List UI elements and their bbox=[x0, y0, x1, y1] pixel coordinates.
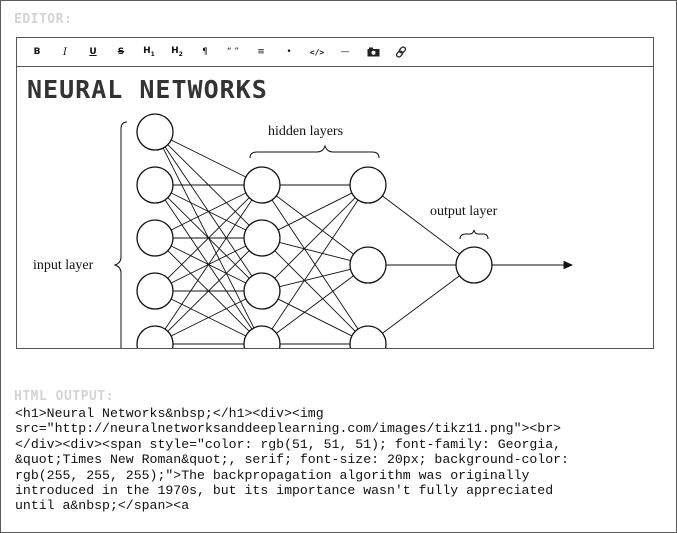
output-line: introduced in the 1970s, but its importa… bbox=[15, 483, 554, 499]
connection-line bbox=[271, 199, 359, 330]
connection-line bbox=[279, 268, 351, 288]
code-label: </> bbox=[309, 47, 325, 57]
input-neuron bbox=[136, 219, 174, 257]
output-line: src="http://neuralnetworksanddeeplearnin… bbox=[15, 421, 562, 437]
bold-label: B bbox=[33, 47, 41, 57]
bold-button[interactable]: B bbox=[23, 38, 51, 66]
paragraph-button[interactable]: ¶ bbox=[191, 38, 219, 66]
input-neuron bbox=[136, 325, 174, 348]
editor-label: EDITOR: bbox=[14, 12, 73, 27]
paragraph-label: ¶ bbox=[202, 47, 208, 57]
underline-label: U bbox=[89, 47, 97, 57]
connection-line bbox=[382, 195, 460, 255]
image-icon bbox=[367, 47, 379, 57]
heading1-button[interactable]: H1 bbox=[135, 38, 163, 66]
input-layer-brace bbox=[113, 121, 128, 348]
connection-line bbox=[276, 275, 354, 334]
code-button[interactable]: </> bbox=[303, 38, 331, 66]
hidden-neuron bbox=[349, 246, 387, 284]
output-line: <h1>Neural Networks&nbsp;</h1><div><img bbox=[15, 406, 324, 421]
hidden-layers-brace bbox=[249, 144, 380, 159]
unordered-list-button[interactable]: • bbox=[275, 38, 303, 66]
input-neuron bbox=[136, 113, 174, 151]
strikethrough-button[interactable]: S bbox=[107, 38, 135, 66]
input-neuron bbox=[136, 272, 174, 310]
output-line: </div><div><span style="color: rgb(51, 5… bbox=[15, 436, 562, 452]
content-heading: NEURAL NETWORKS bbox=[27, 75, 268, 104]
output-layer-brace bbox=[459, 229, 489, 240]
input-layer-label: input layer bbox=[33, 258, 94, 273]
quote-button[interactable]: “ ” bbox=[219, 38, 247, 66]
hidden-neuron bbox=[243, 219, 281, 257]
connection-line bbox=[274, 250, 356, 332]
link-icon bbox=[395, 46, 407, 58]
output-layer-label: output layer bbox=[430, 204, 498, 219]
connection-line bbox=[167, 250, 250, 332]
connection-line bbox=[276, 195, 354, 255]
connection-line bbox=[170, 192, 247, 231]
horizontal-rule-button[interactable]: — bbox=[331, 38, 359, 66]
unordered-list-label: • bbox=[286, 47, 292, 57]
link-button[interactable] bbox=[387, 38, 415, 66]
output-line: &quot;Times New Roman&quot;, serif; font… bbox=[15, 452, 569, 468]
connection-line bbox=[382, 275, 460, 334]
connection-line bbox=[167, 197, 250, 279]
strikethrough-label: S bbox=[117, 47, 125, 57]
heading2-button[interactable]: H2 bbox=[163, 38, 191, 66]
neural-network-diagram: hidden layers output layer input layer bbox=[33, 113, 574, 348]
underline-button[interactable]: U bbox=[79, 38, 107, 66]
ordered-list-label: ≡ bbox=[257, 47, 265, 57]
connection-line bbox=[274, 197, 356, 279]
input-neuron bbox=[136, 166, 174, 204]
connection-line bbox=[164, 199, 253, 330]
connection-line bbox=[170, 139, 247, 178]
ordered-list-button[interactable]: ≡ bbox=[247, 38, 275, 66]
editor-toolbar: B I U S H1 H2 ¶ “ ” ≡ • </> — bbox=[17, 38, 653, 67]
hidden-layers-label: hidden layers bbox=[268, 124, 343, 139]
output-line: until a&nbsp;</span><a bbox=[15, 498, 190, 514]
connection-line bbox=[277, 192, 353, 231]
connection-line bbox=[277, 298, 353, 337]
html-output-label: HTML OUTPUT: bbox=[14, 389, 114, 404]
italic-button[interactable]: I bbox=[51, 38, 79, 66]
rich-text-editor[interactable]: B I U S H1 H2 ¶ “ ” ≡ • </> — NEURAL NETWORKS hidde… bbox=[16, 37, 654, 349]
hidden-neuron bbox=[243, 166, 281, 204]
hidden-neuron bbox=[349, 325, 387, 348]
connection-line bbox=[279, 242, 351, 261]
output-line: rgb(255, 255, 255);">The backpropagation… bbox=[15, 467, 530, 483]
heading2-label: H2 bbox=[171, 46, 183, 58]
hidden-neuron bbox=[243, 272, 281, 310]
heading1-label: H1 bbox=[143, 46, 155, 58]
connection-line bbox=[170, 298, 247, 337]
output-arrow-icon bbox=[563, 260, 574, 270]
italic-label: I bbox=[63, 46, 67, 58]
quote-label: “ ” bbox=[226, 47, 240, 57]
horizontal-rule-label: — bbox=[340, 47, 350, 57]
output-neuron bbox=[455, 246, 493, 284]
hidden-neuron bbox=[349, 166, 387, 204]
hidden-neuron bbox=[243, 325, 281, 348]
image-button[interactable] bbox=[359, 38, 387, 66]
